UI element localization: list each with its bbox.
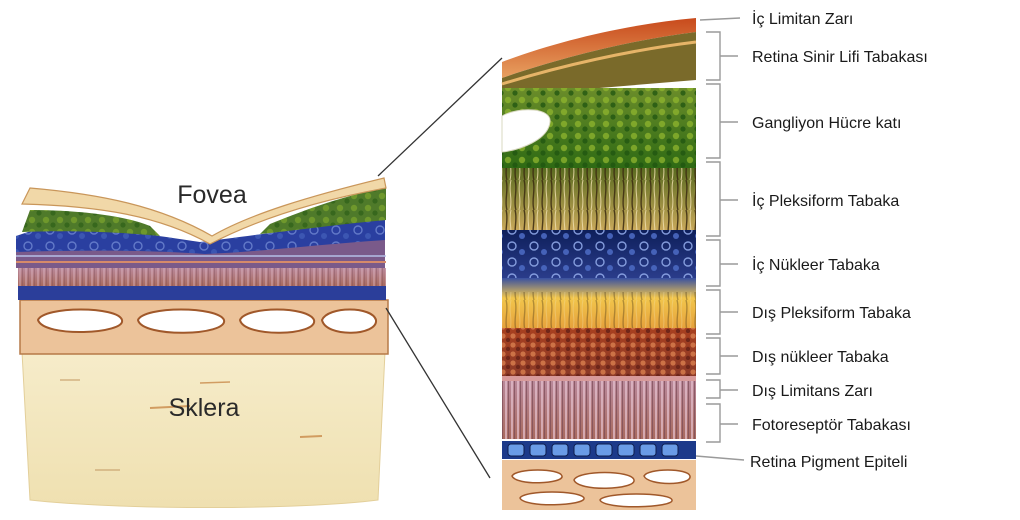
layer-label-nerve-fiber: Retina Sinir Lifi Tabakası xyxy=(752,49,928,66)
zoom-line-top xyxy=(378,58,502,176)
zoom-line-bottom xyxy=(386,308,490,478)
layer-label-pigment-epithelium: Retina Pigment Epiteli xyxy=(750,454,907,471)
layer-label-photoreceptor: Fotoreseptör Tabakası xyxy=(752,417,911,434)
layer-label-inner-limiting-membrane: İç Limitan Zarı xyxy=(752,9,853,28)
layer-label-outer-limiting-membrane: Dış Limitans Zarı xyxy=(752,383,873,400)
layer-label-outer-nuclear: Dış nükleer Tabaka xyxy=(752,349,889,366)
sclera-label: Sklera xyxy=(169,394,240,422)
left-pigment-layer xyxy=(18,286,386,300)
sclera-block xyxy=(22,352,385,508)
layer-label-inner-plexiform: İç Pleksiform Tabaka xyxy=(752,191,899,210)
layer-label-outer-plexiform: Dış Pleksiform Tabaka xyxy=(752,305,911,322)
layer-brackets xyxy=(696,18,744,460)
layer-label-ganglion-cell: Gangliyon Hücre katı xyxy=(752,115,901,132)
outer-limiting-membrane xyxy=(502,376,696,381)
layer-label-inner-nuclear: İç Nükleer Tabaka xyxy=(752,255,880,274)
retina-detail-column xyxy=(502,18,696,510)
left-retina-section: Fovea Sklera xyxy=(16,178,388,508)
layer-labels: İç Limitan Zarı Retina Sinir Lifi Tabaka… xyxy=(750,9,928,471)
fovea-label: Fovea xyxy=(177,181,247,209)
